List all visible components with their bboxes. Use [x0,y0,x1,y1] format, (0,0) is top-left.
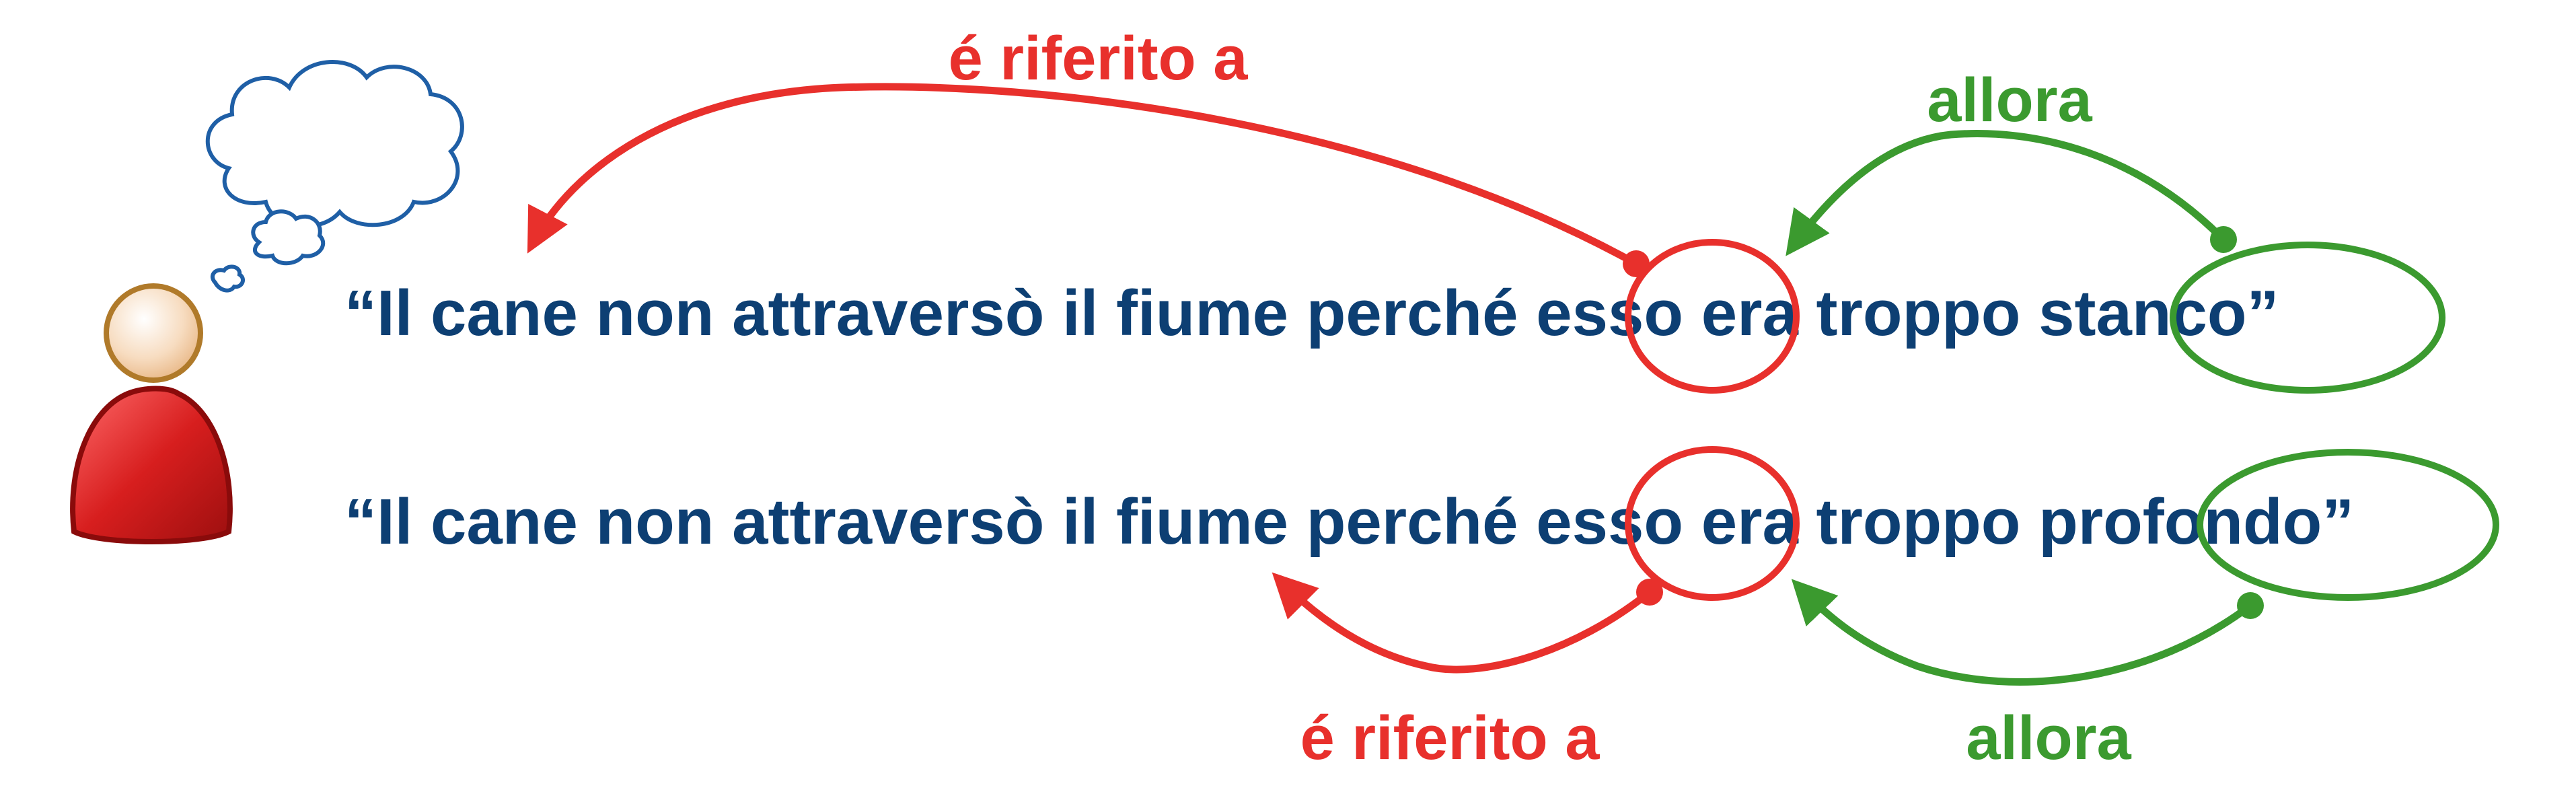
sentence-1-adjective: stanco [2038,277,2246,349]
bottom-then-arrow [1791,579,2264,686]
bottom-refers-label: é riferito a [1300,704,1600,772]
thought-bubble-icon [205,60,464,293]
sentence-2: “Il cane non attraversò il fiume perché … [344,486,2354,558]
sentence-1-close-quote: ” [2247,277,2279,349]
sentence-1-open-quote: “ [344,277,377,349]
top-then-arrow [1786,130,2237,256]
sentence-2-prefix: Il cane non attraversò il fiume perché [377,486,1536,558]
bottom-then-label: allora [1966,704,2131,772]
pronoun-circle-2 [1625,446,1800,601]
pronoun-circle-1 [1625,239,1800,394]
adjective-circle-1 [2170,242,2445,394]
top-then-label: allora [1927,66,2092,135]
person-icon [70,283,233,544]
sentence-1-pronoun: esso [1536,277,1683,349]
sentence-1: “Il cane non attraversò il fiume perché … [344,277,2279,349]
top-refers-label: é riferito a [949,24,1249,93]
adjective-circle-2 [2197,449,2499,601]
sentence-2-pronoun: esso [1536,486,1683,558]
top-refers-arrow [527,83,1650,277]
sentence-2-open-quote: “ [344,486,377,558]
bottom-refers-arrow [1272,572,1663,674]
sentence-1-prefix: Il cane non attraversò il fiume perché [377,277,1536,349]
sentence-2-adjective: profondo [2038,486,2322,558]
sentence-2-close-quote: ” [2322,486,2354,558]
sentence-1-middle: era troppo [1683,277,2038,349]
sentence-2-middle: era troppo [1683,486,2038,558]
